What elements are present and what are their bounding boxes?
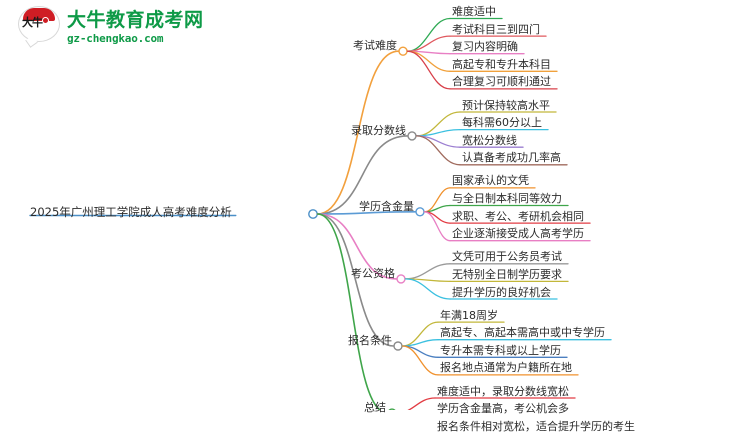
mindmap-canvas: 大牛 大牛教育成考网 gz-chengkao.com 2025年广州理工学院成人… (18, 5, 635, 433)
logo-title: 大牛教育成考网 (67, 8, 204, 31)
logo-subtitle: gz-chengkao.com (67, 31, 164, 45)
leaf-label-1-5[interactable]: 合理复习可顺利通过 (452, 75, 551, 89)
leaf-label-6-3[interactable]: 报名条件相对宽松，适合提升学历的考生 (437, 419, 635, 433)
leaf-label-3-2[interactable]: 与全日制本科同等效力 (452, 192, 562, 205)
leaf-label-1-2[interactable]: 考试科目三到四门 (452, 22, 540, 36)
leaf-label-2-3[interactable]: 宽松分数线 (462, 133, 517, 147)
bubble-red-dot (42, 17, 49, 24)
branch-label-2[interactable]: 录取分数线 (351, 123, 406, 137)
leaf-label-1-3[interactable]: 复习内容明确 (452, 40, 518, 54)
leaf-label-3-4[interactable]: 企业逐渐接受成人高考学历 (452, 227, 584, 241)
site-logo[interactable]: 大牛 大牛教育成考网 gz-chengkao.com (18, 6, 204, 48)
logo-text-block: 大牛教育成考网 gz-chengkao.com (67, 8, 204, 45)
leaf-label-5-2[interactable]: 高起专、高起本需高中或中专学历 (440, 326, 605, 340)
root-node-label[interactable]: 2025年广州理工学院成人高考难度分析 (30, 205, 232, 219)
logo-bubble-icon: 大牛 (18, 6, 60, 48)
leaf-label-3-3[interactable]: 求职、考公、考研机会相同 (452, 209, 584, 223)
leaf-label-3-1[interactable]: 国家承认的文凭 (452, 174, 529, 188)
branch-label-6[interactable]: 总结 (364, 401, 386, 415)
leaf-label-2-4[interactable]: 认真备考成功几率高 (462, 151, 561, 165)
leaf-label-1-4[interactable]: 高起专和专升本科目 (452, 57, 551, 71)
logo-mark-text: 大牛 (22, 16, 43, 29)
leaf-label-4-1[interactable]: 文凭可用于公务员考试 (452, 250, 562, 264)
mindmap-connectors (29, 17, 612, 410)
leaf-label-1-1[interactable]: 难度适中 (452, 5, 496, 18)
branch-label-5[interactable]: 报名条件 (348, 334, 392, 347)
leaf-label-6-1[interactable]: 难度适中，录取分数线宽松 (437, 384, 569, 398)
leaf-label-2-1[interactable]: 预计保持较高水平 (462, 98, 550, 112)
leaf-label-4-2[interactable]: 无特别全日制学历要求 (452, 267, 562, 281)
branch-label-3[interactable]: 学历含金量 (359, 199, 414, 213)
leaf-label-2-2[interactable]: 每科需60分以上 (462, 116, 542, 130)
leaf-label-5-4[interactable]: 报名地点通常为户籍所在地 (440, 361, 572, 375)
leaf-label-5-3[interactable]: 专升本需专科或以上学历 (440, 343, 561, 357)
leaf-label-6-2[interactable]: 学历含金量高，考公机会多 (437, 402, 569, 416)
branch-label-1[interactable]: 考试难度 (353, 39, 397, 53)
leaf-label-4-3[interactable]: 提升学历的良好机会 (452, 285, 551, 299)
leaf-label-5-1[interactable]: 年满18周岁 (440, 308, 498, 322)
branch-label-4[interactable]: 考公资格 (351, 266, 395, 280)
